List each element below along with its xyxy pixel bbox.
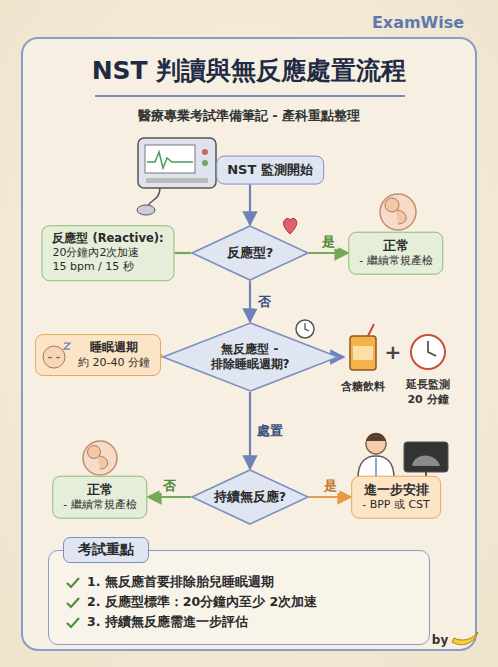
decision-text: 反應型? bbox=[227, 245, 274, 261]
flow-connector bbox=[249, 281, 251, 322]
flow-connector bbox=[175, 252, 191, 254]
flow-connector bbox=[148, 496, 191, 498]
box-body: - BPP 或 CST bbox=[362, 498, 430, 512]
card-frame bbox=[22, 38, 476, 650]
key-point-text: 1. 無反應首要排除胎兒睡眠週期 bbox=[87, 574, 274, 591]
ultrasound-screen-icon bbox=[404, 442, 448, 478]
edge-label: 否 bbox=[160, 479, 179, 493]
definition-box: 反應型 (Reactive):20分鐘內2次加速 15 bpm / 15 秒 bbox=[41, 225, 174, 281]
flow-connector bbox=[309, 496, 351, 498]
key-point-text: 3. 持續無反應需進一步評估 bbox=[87, 614, 248, 631]
timer-clock-icon bbox=[411, 335, 445, 369]
box-heading: 進一步安排 bbox=[362, 482, 430, 498]
box-heading: 正常 bbox=[359, 238, 432, 254]
box-heading: NST 監測開始 bbox=[227, 162, 313, 179]
check-mark bbox=[65, 596, 81, 610]
banana-icon bbox=[452, 632, 478, 645]
decision-diamond: 反應型? bbox=[191, 225, 309, 281]
note-box: 睡眠週期約 20-40 分鐘 bbox=[35, 334, 161, 376]
key-points-panel: 考試重點1. 無反應首要排除胎兒睡眠週期2. 反應型標準：20分鐘內至少 2次加… bbox=[48, 550, 430, 645]
title-underline bbox=[95, 95, 405, 97]
action-box: 進一步安排- BPP 或 CST bbox=[351, 476, 441, 519]
page-title: NST 判讀與無反應處置流程 bbox=[0, 54, 498, 87]
key-point-row: 1. 無反應首要排除胎兒睡眠週期 bbox=[65, 574, 415, 591]
box-heading: 睡眠週期 bbox=[78, 340, 150, 356]
edge-label: 是 bbox=[321, 479, 340, 493]
box-body: 約 20-40 分鐘 bbox=[78, 356, 150, 370]
icon-caption: 含糖飲料 bbox=[341, 379, 385, 394]
edge-label: 否 bbox=[255, 294, 274, 308]
result-box: 正常- 繼續常規產檢 bbox=[348, 232, 443, 275]
clock-icon bbox=[296, 320, 314, 338]
icon-caption: 延長監測 20 分鐘 bbox=[397, 377, 459, 407]
decision-diamond: 持續無反應? bbox=[191, 469, 309, 525]
brand-name: ExamWise bbox=[372, 13, 464, 32]
box-heading: 反應型 (Reactive): bbox=[52, 231, 163, 246]
panel-heading: 考試重點 bbox=[63, 537, 149, 563]
check-mark bbox=[65, 616, 81, 630]
decision-text: 無反應型 - 排除睡眠週期? bbox=[204, 342, 296, 372]
nst-monitor-icon bbox=[137, 138, 216, 215]
fetus-icon bbox=[83, 441, 117, 475]
edge-label: 是 bbox=[319, 235, 338, 249]
pointer-arrow bbox=[342, 356, 345, 358]
fetus-icon bbox=[380, 194, 416, 230]
heart-icon bbox=[283, 218, 296, 234]
edge-label: 處置 bbox=[254, 423, 286, 437]
sugar-drink-icon bbox=[350, 324, 376, 370]
box-heading: 正常 bbox=[63, 482, 136, 498]
result-box: 正常- 繼續常規產檢 bbox=[52, 476, 147, 519]
signature: by bbox=[432, 633, 448, 647]
key-point-row: 3. 持續無反應需進一步評估 bbox=[65, 614, 415, 631]
sleeping-baby-icon bbox=[40, 340, 74, 370]
key-point-row: 2. 反應型標準：20分鐘內至少 2次加速 bbox=[65, 594, 415, 611]
flow-connector bbox=[309, 252, 348, 254]
start-box: NST 監測開始 bbox=[216, 156, 324, 185]
subtitle: 醫療專業考試準備筆記 - 產科重點整理 bbox=[138, 107, 360, 125]
flow-connector bbox=[249, 392, 251, 469]
box-body: - 繼續常規產檢 bbox=[359, 254, 432, 268]
decision-text: 持續無反應? bbox=[214, 489, 286, 505]
check-mark bbox=[65, 576, 81, 590]
plus-sign: + bbox=[385, 340, 402, 364]
doctor-icon bbox=[358, 433, 394, 478]
box-body: 20分鐘內2次加速 15 bpm / 15 秒 bbox=[52, 246, 156, 275]
box-body: - 繼續常規產檢 bbox=[63, 498, 136, 512]
key-point-text: 2. 反應型標準：20分鐘內至少 2次加速 bbox=[87, 594, 317, 611]
decision-diamond: 無反應型 - 排除睡眠週期? bbox=[162, 322, 339, 392]
flow-connector bbox=[249, 184, 251, 225]
